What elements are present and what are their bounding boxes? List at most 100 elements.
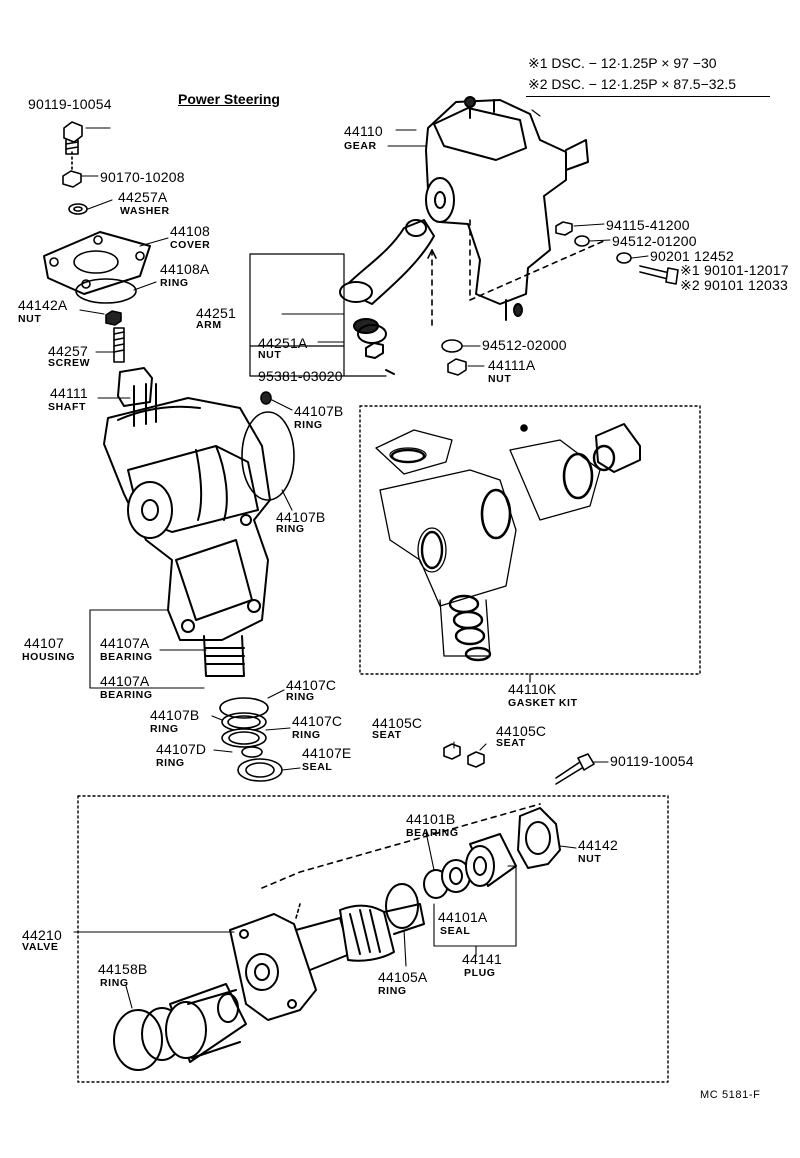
callout-44107C-b-name: RING	[292, 729, 321, 741]
callout-44107B-a: 44107B	[294, 403, 344, 419]
callout-44108-name: COVER	[170, 239, 211, 251]
callout-44107A-a-name: BEARING	[100, 651, 153, 663]
note-underline	[526, 96, 770, 97]
bearing-44101B	[423, 859, 471, 899]
washer-94512-01200	[574, 235, 590, 247]
gasket-kit-rings	[390, 423, 641, 662]
nut-94115	[555, 221, 573, 236]
callout-44111: 44111	[50, 385, 88, 401]
callout-44107C-b: 44107C	[292, 713, 343, 729]
callout-44107A-a: 44107A	[100, 635, 150, 651]
nut-90170	[62, 170, 82, 188]
callout-44141-name: PLUG	[464, 967, 496, 979]
cover-44108	[43, 231, 151, 295]
callout-44107B-a-name: RING	[294, 419, 323, 431]
nut-44142	[517, 807, 561, 869]
callout-44111A-name: NUT	[488, 373, 512, 385]
note-1: ※1 DSC. − 12·1.25P × 97 −30	[528, 55, 717, 71]
callout-44107C-a: 44107C	[286, 677, 337, 693]
callout-94115: 94115-41200	[606, 217, 690, 233]
diagram-title: Power Steering	[178, 91, 280, 107]
washer-44257A	[68, 203, 88, 215]
callout-44107C-a-name: RING	[286, 691, 315, 703]
callout-90201: 90201 12452	[650, 248, 734, 264]
gasket-kit-box	[359, 405, 701, 675]
screw-44257	[113, 327, 125, 363]
callout-44101A: 44101A	[438, 909, 488, 925]
callout-90101-1: ※1 90101-12017	[680, 262, 789, 278]
leader-lines	[73, 109, 649, 1009]
callout-44105C-a-name: SEAT	[372, 729, 402, 741]
bolt-90119-bottom	[555, 753, 595, 785]
callout-90101-2: ※2 90101 12033	[680, 277, 788, 293]
callout-44101B: 44101B	[406, 811, 456, 827]
washer-94512-02000	[441, 339, 463, 353]
callout-44107: 44107	[24, 635, 64, 651]
callout-44107-name: HOUSING	[22, 651, 76, 663]
valve-44210	[229, 903, 425, 1021]
callout-44142A-name: NUT	[18, 313, 42, 325]
callout-44107E-name: SEAL	[302, 761, 333, 773]
callout-44101B-name: BEARING	[406, 827, 459, 839]
callout-44107B-b: 44107B	[276, 509, 326, 525]
callout-44257A: 44257A	[118, 189, 168, 205]
callout-44107B-c: 44107B	[150, 707, 200, 723]
bolt-90119-top	[63, 121, 83, 155]
callout-44105C-a: 44105C	[372, 715, 423, 731]
callout-44107A-b: 44107A	[100, 673, 150, 689]
note-2: ※2 DSC. − 12·1.25P × 87.5−32.5	[528, 76, 737, 92]
callout-44158B: 44158B	[98, 961, 148, 977]
ring-44107B-small	[260, 391, 272, 405]
callout-44257: 44257	[48, 343, 88, 359]
nut-44142A	[105, 310, 122, 326]
callout-44107B-b-name: RING	[276, 523, 305, 535]
callout-44107A-b-name: BEARING	[100, 689, 153, 701]
ring-44107B-side	[241, 411, 295, 501]
callout-44111-name: SHAFT	[48, 401, 86, 413]
callout-94512-02000: 94512-02000	[482, 337, 567, 353]
washer-90201	[616, 252, 632, 264]
figure-code: MC 5181-F	[700, 1089, 761, 1101]
gear-44110	[425, 96, 589, 321]
nut-44111A	[447, 358, 467, 376]
callout-44110K: 44110K	[508, 681, 557, 697]
valve-box	[77, 795, 669, 1083]
callout-44110: 44110	[344, 123, 383, 139]
callout-44141: 44141	[462, 951, 502, 967]
callout-44108A: 44108A	[160, 261, 210, 277]
callout-95381: 95381-03020	[258, 368, 343, 384]
callout-44110-name: GEAR	[344, 140, 377, 152]
callout-44101A-name: SEAL	[440, 925, 471, 937]
callout-44107D-name: RING	[156, 757, 185, 769]
callout-44111A: 44111A	[488, 357, 536, 373]
piston-rings-44158B	[113, 983, 247, 1071]
callout-44251: 44251	[196, 305, 236, 321]
callout-44142: 44142	[578, 837, 618, 853]
callout-44210-name: VALVE	[22, 941, 59, 953]
callout-44105C-b-name: SEAT	[496, 737, 526, 749]
callout-44105C-b: 44105C	[496, 723, 547, 739]
callout-44210: 44210	[22, 927, 62, 943]
callout-44257-name: SCREW	[48, 357, 91, 369]
callout-44251-name: ARM	[196, 319, 222, 331]
callout-44158B-name: RING	[100, 977, 129, 989]
gasket-kit-ghost	[375, 429, 601, 657]
callout-44108A-name: RING	[160, 277, 189, 289]
arm-44251	[339, 219, 435, 375]
callout-44257A-name: WASHER	[120, 205, 170, 217]
callout-94512-01200: 94512-01200	[612, 233, 697, 249]
callout-44107B-c-name: RING	[150, 723, 179, 735]
callout-44110K-name: GASKET KIT	[508, 697, 578, 709]
bolt-90101	[639, 265, 679, 285]
callout-44107D: 44107D	[156, 741, 207, 757]
callout-90119-top: 90119-10054	[28, 96, 112, 112]
callout-44107E: 44107E	[302, 745, 352, 761]
callout-90119-bottom: 90119-10054	[610, 753, 694, 769]
callout-44251A-name: NUT	[258, 349, 282, 361]
lower-seal-stack	[219, 697, 283, 782]
callout-44105A-name: RING	[378, 985, 407, 997]
ring-44105A	[385, 883, 419, 929]
seat-44105C-a	[443, 743, 461, 760]
